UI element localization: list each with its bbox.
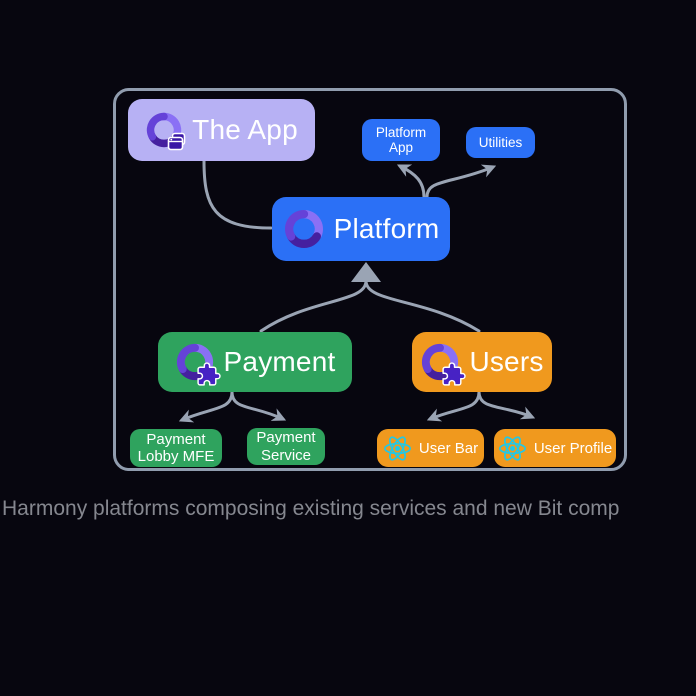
edge-users-to-userprofile: [477, 390, 536, 420]
bit-logo-icon: [145, 111, 186, 151]
node-user-bar: User Bar: [377, 429, 484, 467]
node-label: Utilities: [478, 134, 523, 150]
node-payment-lobby-mfe: Payment Lobby MFE: [130, 429, 222, 467]
app-windows-icon: [165, 130, 189, 154]
node-label-line1: Platform: [375, 124, 427, 140]
plugin-puzzle-icon: [441, 362, 467, 387]
node-label: The App: [192, 114, 298, 145]
plugin-puzzle-icon: [196, 362, 221, 387]
react-icon: [498, 434, 527, 463]
node-label: User Profile: [533, 439, 613, 457]
node-payment: Payment: [158, 332, 352, 392]
edge-theapp-to-platform: [202, 159, 273, 230]
node-label: Users: [469, 346, 544, 377]
node-label-line1: Payment: [256, 429, 316, 447]
edge-payment-to-platform: [259, 279, 368, 333]
platform-boundary-box: [113, 88, 627, 471]
node-label: Platform: [333, 213, 440, 244]
node-payment-service: Payment Service: [247, 428, 325, 465]
node-label-line2: Service: [260, 446, 312, 464]
node-platform-app: Platform App: [362, 119, 440, 161]
node-label-line2: App: [388, 140, 414, 155]
edge-arrowhead-into-platform: [351, 262, 381, 282]
bit-logo-icon: [175, 342, 221, 386]
edge-payment-to-service: [230, 390, 287, 421]
node-utilities: Utilities: [466, 127, 535, 158]
bit-logo-icon: [283, 208, 325, 250]
node-user-profile: User Profile: [494, 429, 616, 467]
node-platform: Platform: [272, 197, 450, 261]
node-label: User Bar: [418, 439, 479, 457]
node-the-app: The App: [128, 99, 315, 161]
bit-logo-icon: [420, 342, 467, 386]
node-label: Payment: [223, 346, 336, 377]
node-label-line2: Lobby MFE: [137, 448, 215, 465]
edge-platform-to-platformapp: [396, 164, 426, 199]
edge-platform-to-utilities: [425, 164, 497, 199]
diagram-caption: Harmony platforms composing existing ser…: [2, 497, 620, 520]
edge-users-to-platform: [364, 279, 481, 333]
node-users: Users: [412, 332, 552, 392]
react-icon: [383, 434, 412, 463]
node-label-line1: Payment: [146, 430, 206, 448]
